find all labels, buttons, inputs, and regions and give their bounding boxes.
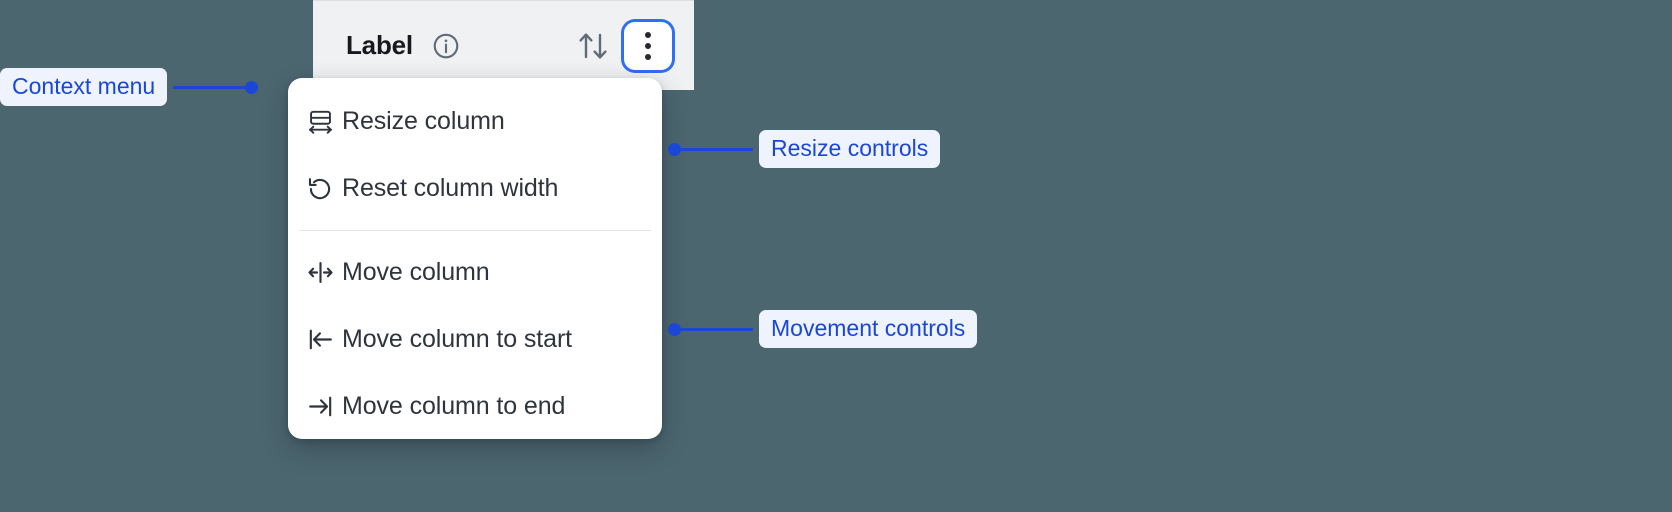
reset-width-icon	[298, 175, 342, 203]
menu-item-move-column[interactable]: Move column	[288, 239, 662, 306]
menu-item-move-column-to-start[interactable]: Move column to start	[288, 306, 662, 373]
annotation-endpoint-dot	[668, 142, 681, 156]
annotation-label: Context menu	[0, 68, 168, 107]
page-title: Label	[346, 30, 413, 60]
column-header: Label	[313, 0, 694, 90]
kebab-dot	[645, 42, 651, 49]
sort-ascending-descending-icon[interactable]	[576, 28, 610, 64]
menu-item-label: Move column to start	[342, 325, 573, 353]
annotation-leader-line	[681, 147, 753, 151]
move-column-icon	[298, 259, 342, 286]
annotation-endpoint-dot	[245, 80, 259, 94]
annotation-endpoint-dot	[668, 322, 681, 336]
kebab-dot	[645, 53, 651, 60]
menu-divider	[299, 230, 651, 231]
annotation-label: Resize controls	[759, 130, 941, 169]
menu-item-label: Reset column width	[342, 174, 559, 202]
menu-item-label: Resize column	[342, 107, 505, 135]
kebab-dot	[645, 31, 651, 38]
menu-item-move-column-to-end[interactable]: Move column to end	[288, 373, 662, 439]
annotation-label: Movement controls	[759, 310, 978, 349]
resize-column-icon	[298, 108, 342, 135]
annotation-resize-controls: Resize controls	[668, 130, 941, 169]
annotation-leader-line	[173, 85, 246, 89]
context-menu: Resize column Reset column width Move co…	[288, 78, 662, 439]
annotation-context-menu: Context menu	[0, 68, 259, 107]
annotation-movement-controls: Movement controls	[668, 310, 978, 349]
move-to-end-icon	[298, 393, 342, 420]
move-to-start-icon	[298, 326, 342, 353]
menu-item-label: Move column to end	[342, 392, 566, 420]
menu-item-resize-column[interactable]: Resize column	[288, 88, 662, 155]
annotation-leader-line	[681, 327, 753, 331]
menu-item-reset-column-width[interactable]: Reset column width	[288, 155, 662, 222]
menu-item-label: Move column	[342, 258, 490, 286]
info-circle-icon[interactable]	[431, 31, 461, 61]
kebab-menu-button[interactable]	[624, 21, 672, 70]
